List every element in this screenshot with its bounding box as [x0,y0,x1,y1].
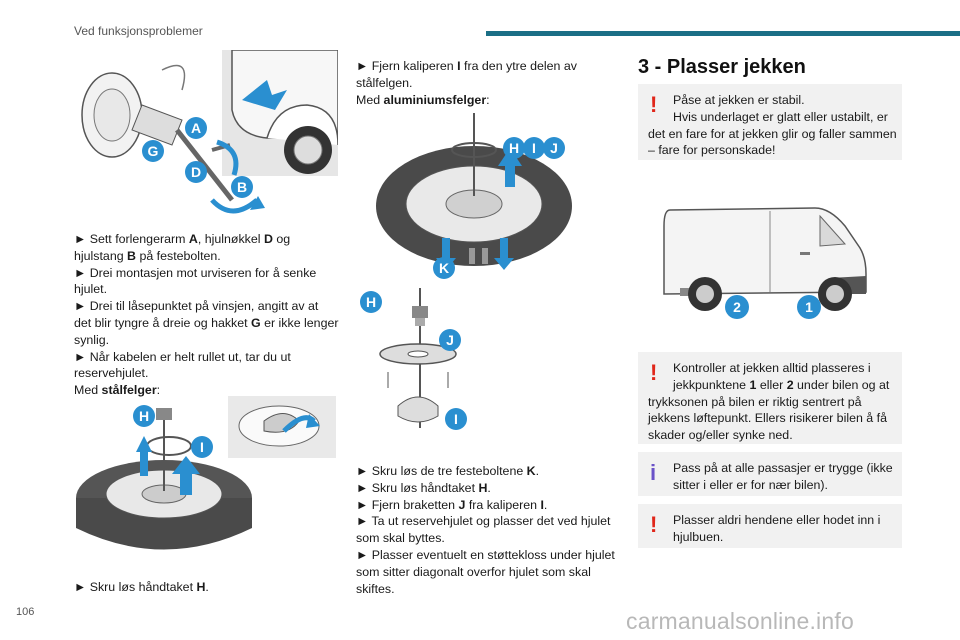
warning-line: Påse at jekken er stabil. [673,93,805,107]
warning-line: jekkens løftepunkt. Ellers risikerer bil… [648,411,887,426]
alu-suffix: : [486,92,490,107]
page-number: 106 [16,606,35,618]
warning-box-stability: ! Påse at jekken er stabil. Hvis underla… [638,84,902,160]
section-title: 3 - Plasser jekken [638,56,806,78]
col1-instructions: ► Sett forlengerarm A, hjulnøkkel D og h… [74,231,344,399]
page-header-title: Ved funksjonsproblemer [74,24,203,38]
warning-text: Plasser aldri hendene eller hodet inn i … [648,512,898,546]
figure-label-i: I [200,439,204,455]
steel-rim-figure: H I [76,396,336,550]
col2-bottom-instructions: ► Skru løs de tre festeboltene K. ► Skru… [356,463,626,597]
alu-rim-figure: H I J K [376,113,572,279]
figure-label-h: H [139,408,149,424]
figure-label-i: I [454,411,458,427]
figure-label-j: J [446,332,454,348]
instruction-line: ► Sett forlengerarm A, hjulnøkkel D og [74,232,291,246]
info-line: Pass på at alle passasjer er trygge (ikk… [673,461,893,475]
alu-label: aluminiumsfelger [383,92,487,107]
figure-label-d: D [191,164,201,180]
instruction-line: ► Drei til låsepunktet på vinsjen, angit… [74,299,319,314]
figure-label-g: G [148,143,159,159]
warning-text: Kontroller at jekken alltid plasseres i … [648,360,898,444]
steel-prefix: Med [74,383,102,398]
warning-line: det en fare for at jekken glir og faller… [648,126,897,141]
instruction-line: ► Drei montasjen mot urviseren for å sen… [74,265,317,280]
warning-icon: ! [650,360,658,385]
figure-label-h: H [509,140,519,156]
instruction-line: ► Skru løs håndtaket H. [356,480,491,495]
steel-suffix: : [156,383,161,398]
warning-icon: ! [650,92,658,117]
figure-label-j: J [550,140,558,156]
instruction-line: ► Plasser eventuelt en støttekloss under… [356,547,615,562]
steel-label: stålfelger [101,383,157,398]
instruction-line: ► Skru løs de tre festeboltene K. [356,464,540,478]
col1-after-figure-instruction: ► Skru løs håndtaket H. [74,580,209,594]
instruction-line: ► Når kabelen er helt rullet ut, tar du … [74,349,291,364]
caliper-bracket-figure: H J I [360,288,467,430]
warning-line: hjulbuen. [673,529,724,544]
warning-line: Hvis underlaget er glatt eller ustabilt,… [673,109,888,124]
steel-rims-heading: Med stålfelger: [74,382,344,399]
instruction-line: stålfelgen. [356,75,413,90]
watermark: carmanualsonline.info [626,608,854,634]
figure-label-i: I [532,140,536,156]
instruction-line: hjulstang B på festebolten. [74,248,221,263]
info-line: sitter i eller er for nær bilen). [673,477,828,492]
warning-line: Plasser aldri hendene eller hodet inn i [673,513,881,527]
instruction-line: synlig. [74,332,110,347]
warning-line: skader og/eller synke ned. [648,428,793,443]
instruction-line: som sitter diagonalt overfor hjulet som … [356,564,591,579]
warning-text: Påse at jekken er stabil. Hvis underlage… [648,92,898,159]
figure-label-a: A [191,120,201,136]
warning-box-hands: ! Plasser aldri hendene eller hodet inn … [638,504,902,548]
info-text: Pass på at alle passasjer er trygge (ikk… [648,460,898,494]
instruction-line: ► Fjern braketten J fra kaliperen I. [356,497,548,512]
header-accent-bar [486,31,960,36]
instruction-line: hjulet. [74,282,108,297]
instruction-line: reservehjulet. [74,366,149,381]
winch-tool-figure: A G D B [81,50,338,214]
van-jack-points-figure: 2 1 [663,207,867,319]
info-icon: i [650,460,657,485]
jack-point-label-1: 1 [805,299,813,315]
col2-top-instructions: ► Fjern kaliperen I fra den ytre delen a… [356,58,626,108]
jack-point-label-2: 2 [733,299,741,315]
instruction-line: ► Ta ut reservehjulet og plasser det ved… [356,514,611,529]
figure-label-h: H [366,294,376,310]
instruction-line: ► Fjern kaliperen I fra den ytre delen a… [356,59,577,73]
alu-rims-heading: Med aluminiumsfelger: [356,92,626,109]
warning-icon: ! [650,512,658,537]
warning-line: jekkpunktene 1 eller 2 under bilen og at [673,377,890,392]
figure-label-b: B [237,179,247,195]
warning-line: Kontroller at jekken alltid plasseres i [673,361,871,375]
warning-box-jack-points: ! Kontroller at jekken alltid plasseres … [638,352,902,444]
alu-prefix: Med [356,92,384,107]
warning-line: trykksonen på bilen er riktig sentrert p… [648,394,862,409]
info-box-passengers: i Pass på at alle passasjer er trygge (i… [638,452,902,496]
instruction-line: skiftes. [356,581,395,596]
instruction-line: som skal byttes. [356,531,445,546]
figure-label-k: K [439,260,449,276]
instruction-line: det blir tyngre å dreie og hakket G er i… [74,315,339,330]
warning-line: – fare for personskade! [648,143,776,158]
